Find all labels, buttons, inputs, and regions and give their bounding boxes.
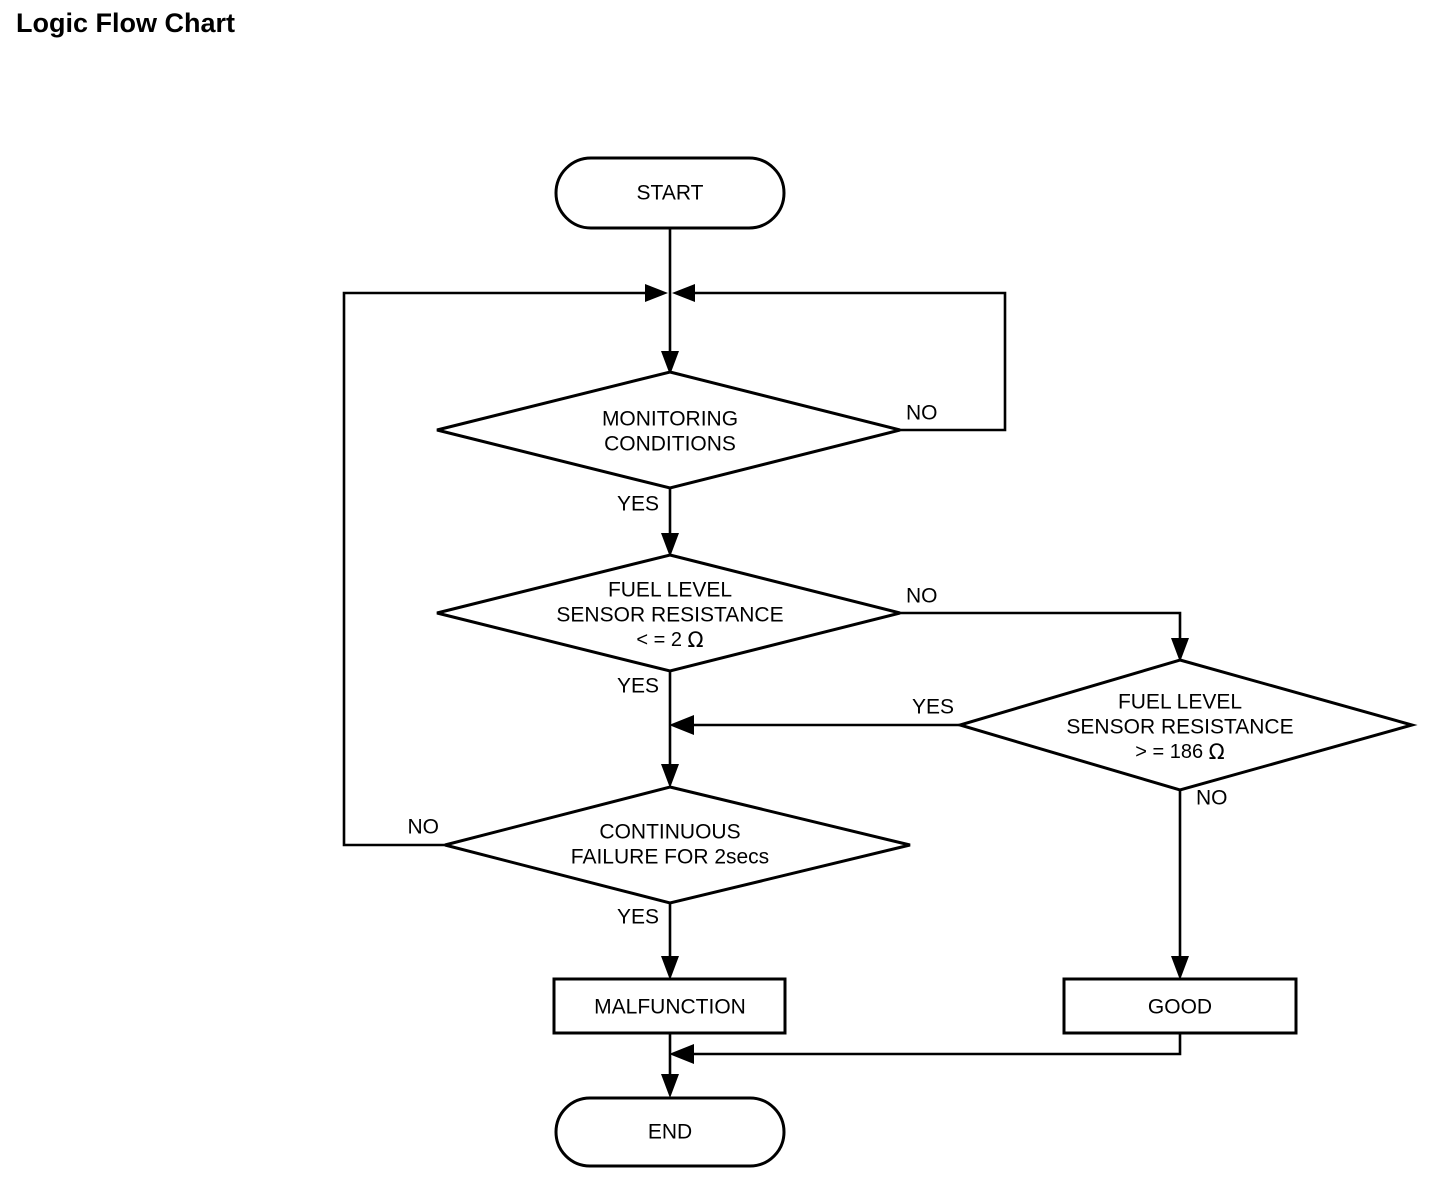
decision-continuous-failure-label-line1: CONTINUOUS — [599, 821, 740, 844]
node-text-layer: START MONITORING CONDITIONS FUEL LEVEL S… — [556, 182, 1293, 1144]
ohm-symbol-low: Ω — [688, 628, 704, 652]
edge-label-resistance-low-yes: YES — [617, 675, 659, 698]
resistance-low-comparison: < = 2 — [636, 629, 687, 651]
arrowhead-continuous-failure-in — [661, 764, 679, 788]
arrowhead-right-loop-in — [672, 284, 695, 302]
edge-label-resistance-high-yes: YES — [912, 696, 954, 719]
arrowhead-resistance-low-in — [661, 533, 679, 557]
process-good-label: GOOD — [1148, 996, 1212, 1019]
arrowhead-malfunction-in — [661, 956, 679, 980]
decision-resistance-low-label-line1: FUEL LEVEL — [608, 579, 732, 602]
connector-layer — [342, 156, 1418, 1168]
arrowhead-end-in — [661, 1074, 679, 1098]
terminator-start-label: START — [637, 182, 704, 205]
resistance-high-comparison: > = 186 — [1135, 741, 1208, 763]
arrowhead-resistance-high-in — [1171, 638, 1189, 662]
arrowhead-monitoring-in — [661, 351, 679, 375]
edge-label-resistance-high-no: NO — [1196, 787, 1228, 810]
arrowhead-good-merge — [669, 1044, 694, 1064]
edge-label-monitoring-no: NO — [906, 402, 938, 425]
ohm-symbol-high: Ω — [1209, 740, 1225, 764]
decision-monitoring-label-line2: CONDITIONS — [604, 433, 736, 456]
terminator-end-shape — [554, 1096, 786, 1168]
edge-label-resistance-low-no: NO — [906, 585, 938, 608]
edge-good-to-end — [686, 1033, 1182, 1056]
decision-resistance-high-label-line2: SENSOR RESISTANCE — [1066, 716, 1293, 739]
arrowhead-resistance-high-yes-merge — [669, 715, 694, 735]
terminator-start-shape — [554, 156, 786, 230]
decision-monitoring-label-line1: MONITORING — [602, 408, 738, 431]
page-title: Logic Flow Chart — [16, 8, 235, 38]
edge-monitoring-no-loop — [688, 291, 1007, 432]
decision-resistance-low-label-line3: < = 2 Ω — [636, 628, 703, 652]
edge-resistance-low-no — [900, 611, 1182, 655]
edge-label-continuous-failure-no: NO — [408, 816, 440, 839]
arrowhead-left-loop-in — [645, 284, 668, 302]
edge-label-layer: NO YES NO YES YES NO NO YES — [408, 402, 1228, 929]
decision-continuous-failure-label-line2: FAILURE FOR 2secs — [571, 846, 769, 869]
arrowhead-good-in — [1171, 956, 1189, 980]
decision-resistance-low-label-line2: SENSOR RESISTANCE — [556, 604, 783, 627]
decision-resistance-high-label-line3: > = 186 Ω — [1135, 740, 1224, 764]
process-good-shape — [1062, 977, 1298, 1035]
edge-label-continuous-failure-yes: YES — [617, 906, 659, 929]
decision-resistance-high-label-line1: FUEL LEVEL — [1118, 691, 1242, 714]
edge-label-monitoring-yes: YES — [617, 493, 659, 516]
terminator-end-label: END — [648, 1121, 692, 1144]
process-malfunction-label: MALFUNCTION — [594, 996, 746, 1019]
edge-continuous-failure-no-loop — [342, 291, 652, 847]
